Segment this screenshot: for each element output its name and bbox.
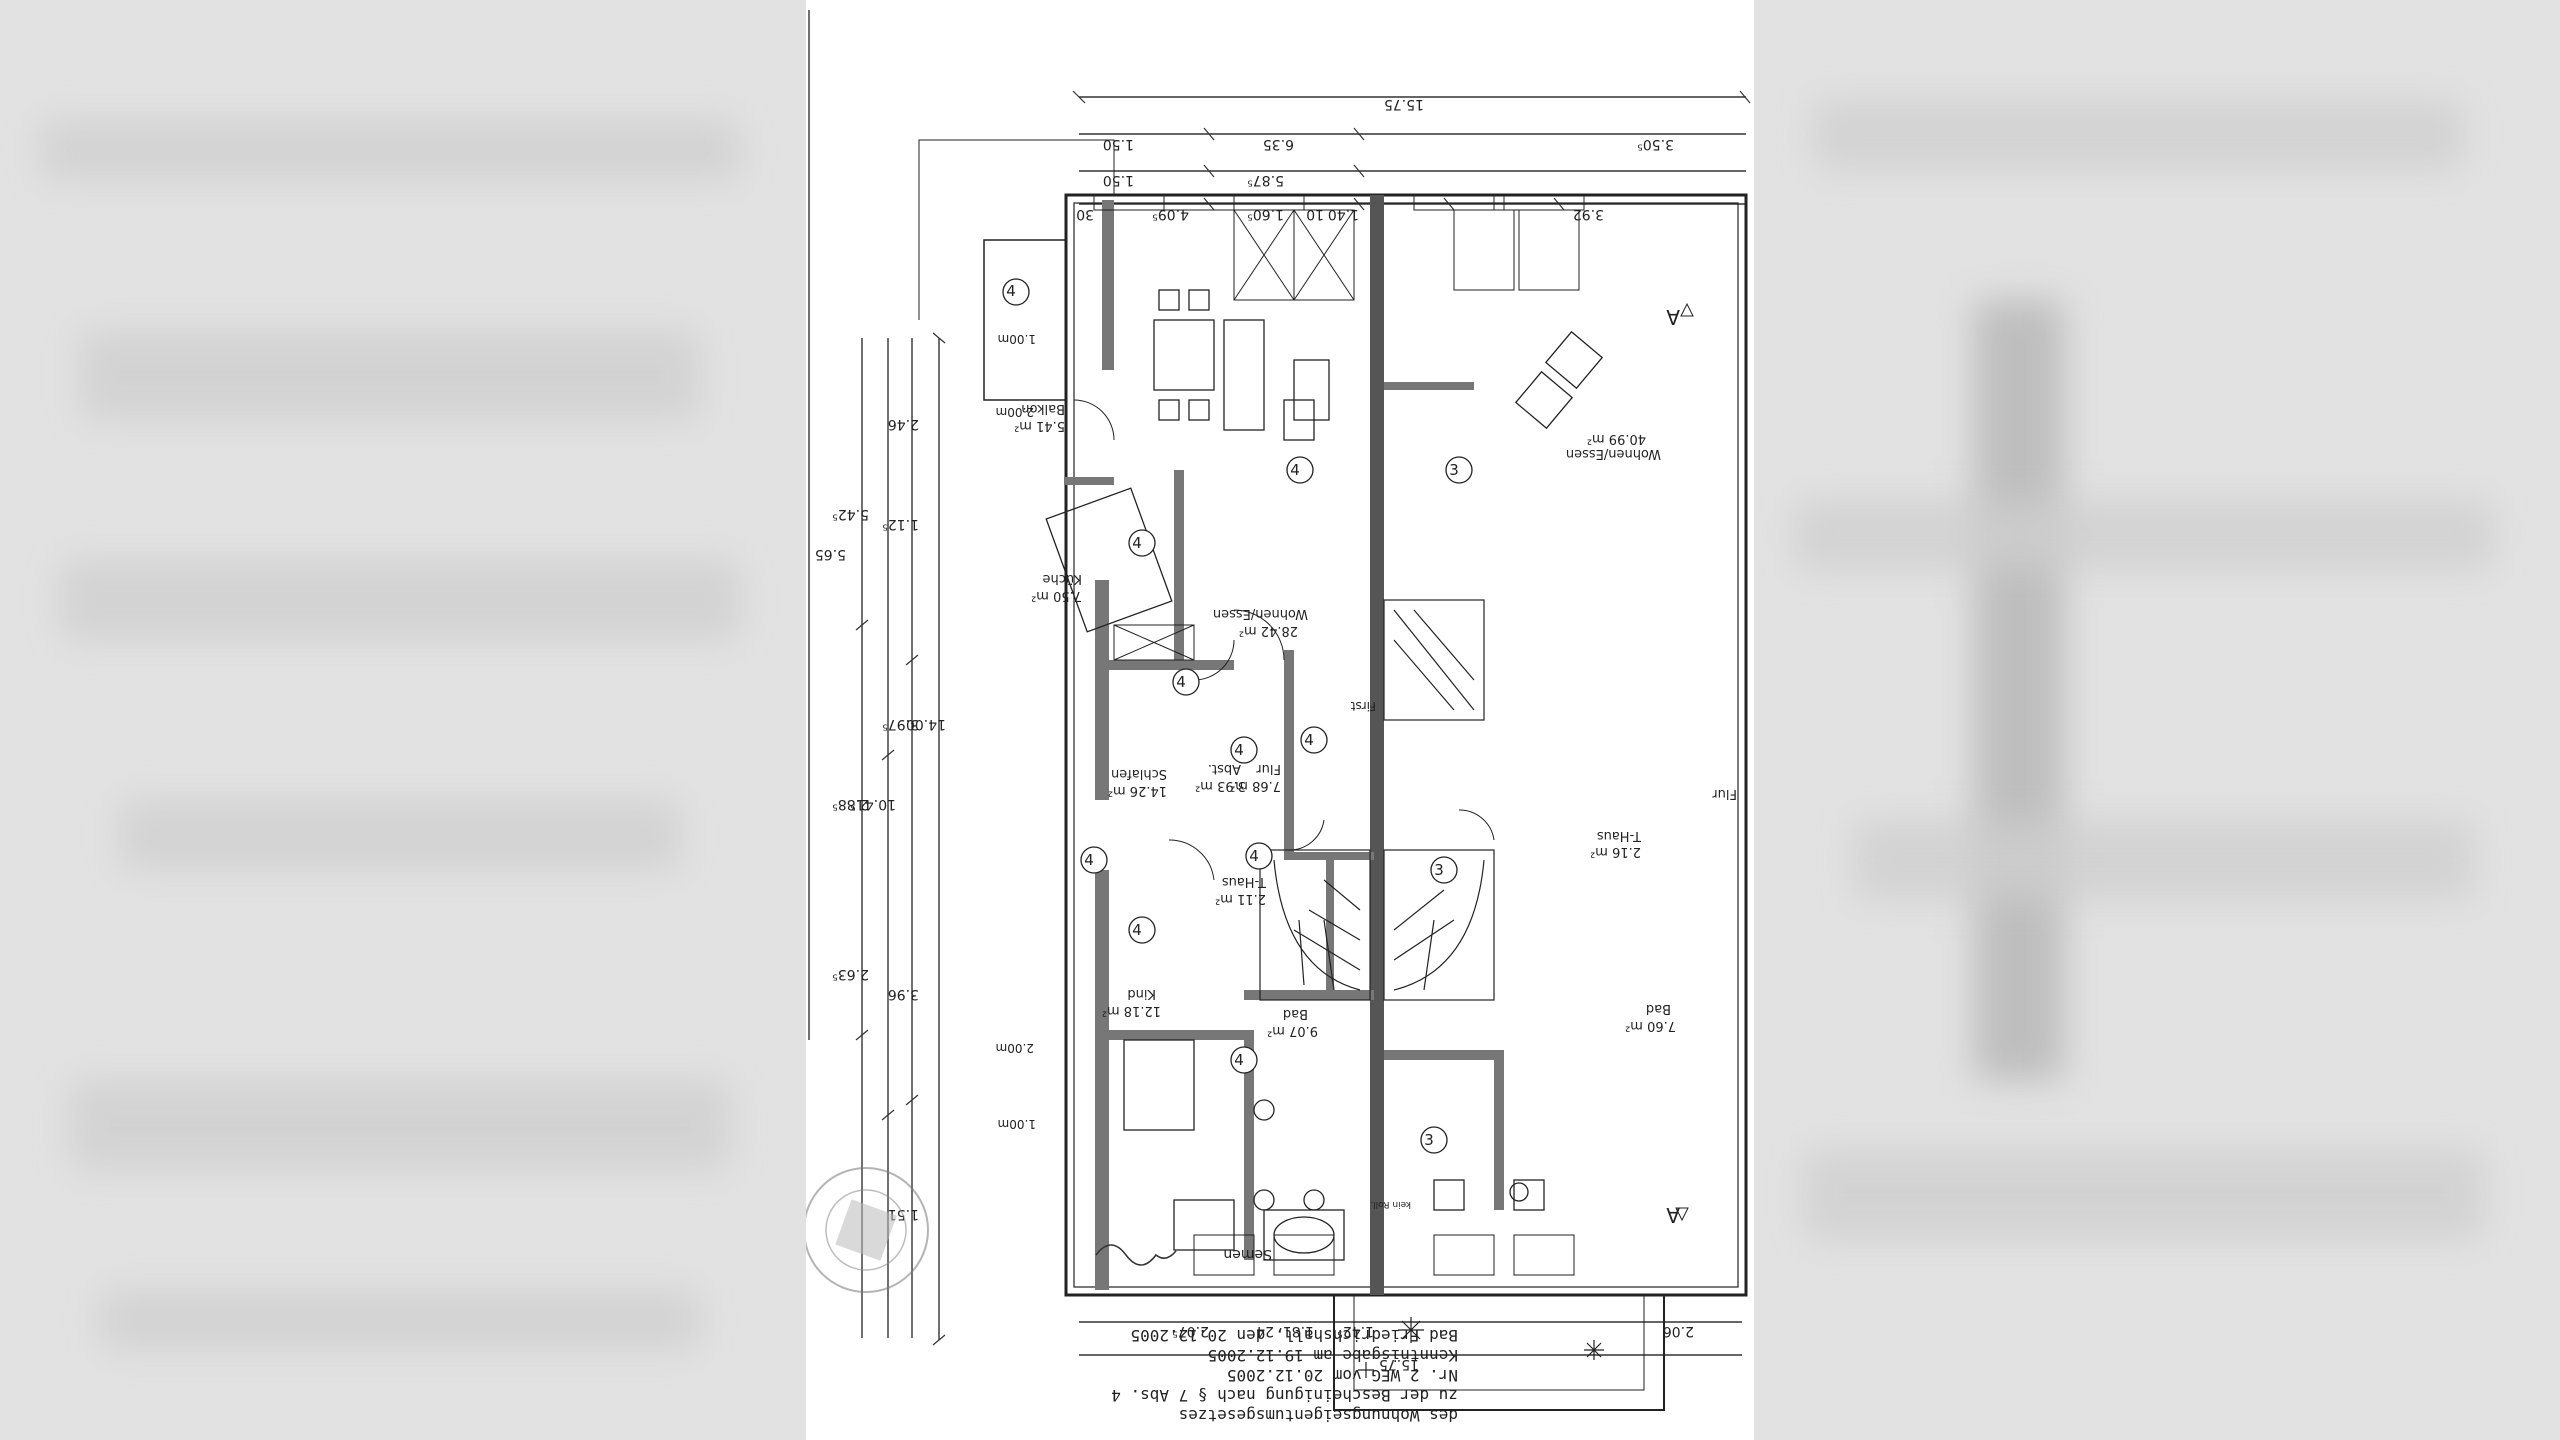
dim-label: 5.65	[815, 546, 846, 562]
dim-label: 2.88⁵	[832, 796, 869, 812]
room-wohnen-area: 28.42 m²	[1239, 623, 1298, 638]
room-flur-area: 7.68 m²	[1230, 778, 1281, 793]
level-number: 4	[1234, 1051, 1244, 1069]
section-letter: A	[1666, 1203, 1680, 1227]
floor-plan-sheet: 15.75 1.50 6.35 3.50⁵ 1.50 5.87⁵ 4.09⁵ 1…	[806, 0, 1754, 1440]
dim-total-width: 15.75	[1384, 96, 1424, 112]
dim-label: 1.42⁵	[1337, 1323, 1374, 1339]
room-thaus2-area: 2.16 m²	[1590, 844, 1641, 859]
level-number: 4	[1304, 731, 1314, 749]
dim-label: 30	[1076, 206, 1094, 222]
room-wohnen2-area: 40.99 m²	[1587, 431, 1646, 446]
room-balkon-name: Balkon	[1021, 401, 1065, 416]
room-schlafen-area: 14.26 m²	[1108, 783, 1167, 798]
level-number: 4	[1132, 534, 1142, 552]
room-kueche-area: 7.50 m²	[1031, 588, 1082, 603]
room-thaus-name: T-Haus	[1222, 874, 1267, 889]
blurred-background-right	[1754, 0, 2560, 1440]
dim-label: 5.87⁵	[1247, 172, 1284, 188]
room-bad2-area: 7.60 m²	[1625, 1018, 1676, 1033]
dim-label: 3.96	[888, 986, 919, 1002]
level-number: 4	[1290, 461, 1300, 479]
room-abst-area: 3.93 m²	[1195, 778, 1246, 793]
room-bad-name: Bad	[1283, 1006, 1308, 1021]
stamp-line: Nr. 2 WEG vom 20.12.2005	[1227, 1366, 1458, 1385]
dim-label: 2.46	[888, 416, 919, 432]
room-balkon-area: 5.41 m²	[1014, 418, 1065, 433]
room-bad-area: 9.07 m²	[1267, 1023, 1318, 1038]
room-schlafen-name: Schlafen	[1111, 766, 1167, 781]
room-kind-area: 12.18 m²	[1102, 1003, 1161, 1018]
dim-label: 1.50	[1103, 172, 1134, 188]
dim-label: 14.00	[906, 716, 946, 732]
level-number: 4	[1084, 851, 1094, 869]
plant-icon	[1358, 1317, 1604, 1378]
room-wohnen2-name: Wohnen/Essen	[1566, 446, 1661, 461]
dim-label: 2.06	[1663, 1323, 1694, 1339]
section-marker: A A	[1666, 302, 1694, 1227]
dim-label: 24	[1256, 1323, 1274, 1339]
window-label: kein Roll.	[1370, 1199, 1411, 1209]
dim-label: 2.07⁵	[1172, 1323, 1209, 1339]
room-bad2-name: Bad	[1646, 1001, 1671, 1016]
signature-name: Semen	[1223, 1246, 1272, 1262]
dim-label: 1.50	[1103, 136, 1134, 152]
stamp-line: des Wohnungseigentumsgesetzes	[1179, 1406, 1458, 1425]
room-flur-name: Flur	[1256, 761, 1281, 776]
room-kind-name: Kind	[1127, 986, 1156, 1001]
dim-label: 10	[1306, 206, 1324, 222]
stamp-line: zu der Bescheinigung nach § 7 Abs. 4	[1111, 1386, 1458, 1405]
level-number: 4	[1176, 673, 1186, 691]
level-number: 4	[1249, 847, 1259, 865]
stamp-line: Kenntnisgabe am 19.12.2005	[1208, 1346, 1458, 1365]
room-abst-name: Abst.	[1208, 761, 1241, 776]
dim-label: 4.09⁵	[1152, 206, 1189, 222]
section-letter: A	[1666, 305, 1680, 329]
level-number: 4	[1006, 282, 1016, 300]
room-thaus-area: 2.11 m²	[1215, 891, 1266, 906]
level-number: 4	[1132, 921, 1142, 939]
level-number: 4	[1234, 741, 1244, 759]
dim-label: 2.63⁵	[832, 966, 869, 982]
dim-label: 1.81	[1283, 1323, 1314, 1339]
elevation-label: 1.00m	[998, 1117, 1036, 1131]
dim-label: 1.12⁵	[882, 516, 919, 532]
first-label: First	[1350, 699, 1376, 713]
signature-mark	[1095, 1244, 1177, 1266]
blurred-background-left	[0, 0, 806, 1440]
dim-label: 15.75	[1379, 1356, 1419, 1372]
dim-label: 3.92	[1573, 206, 1604, 222]
elevation-label: 2.00m	[996, 405, 1034, 419]
dim-label: 6.35	[1263, 136, 1294, 152]
level-number: 3	[1434, 861, 1444, 879]
dim-label: 3.50⁵	[1637, 136, 1674, 152]
dim-label: 3.97⁵	[882, 716, 919, 732]
official-seal	[806, 1167, 929, 1293]
level-number: 3	[1424, 1131, 1434, 1149]
level-number: 3	[1449, 461, 1459, 479]
elevation-label: 1.00m	[998, 332, 1036, 346]
stamp-line: Bad Friedrichshall, den 20.12.2005	[1130, 1326, 1458, 1345]
room-thaus2-name: T-Haus	[1597, 828, 1642, 843]
floor-plan-drawing: 15.75 1.50 6.35 3.50⁵ 1.50 5.87⁵ 4.09⁵ 1…	[806, 10, 1751, 1425]
room-flur2-name: Flur	[1712, 786, 1737, 801]
dim-label: 5.42⁵	[832, 506, 869, 522]
dim-label: 10.41⁵	[850, 796, 896, 812]
elevation-label: 2.00m	[996, 1041, 1034, 1055]
room-wohnen-name: Wohnen/Essen	[1213, 606, 1308, 621]
dim-label: 1.60⁵	[1247, 206, 1284, 222]
room-kueche-name: Küche	[1042, 571, 1082, 586]
